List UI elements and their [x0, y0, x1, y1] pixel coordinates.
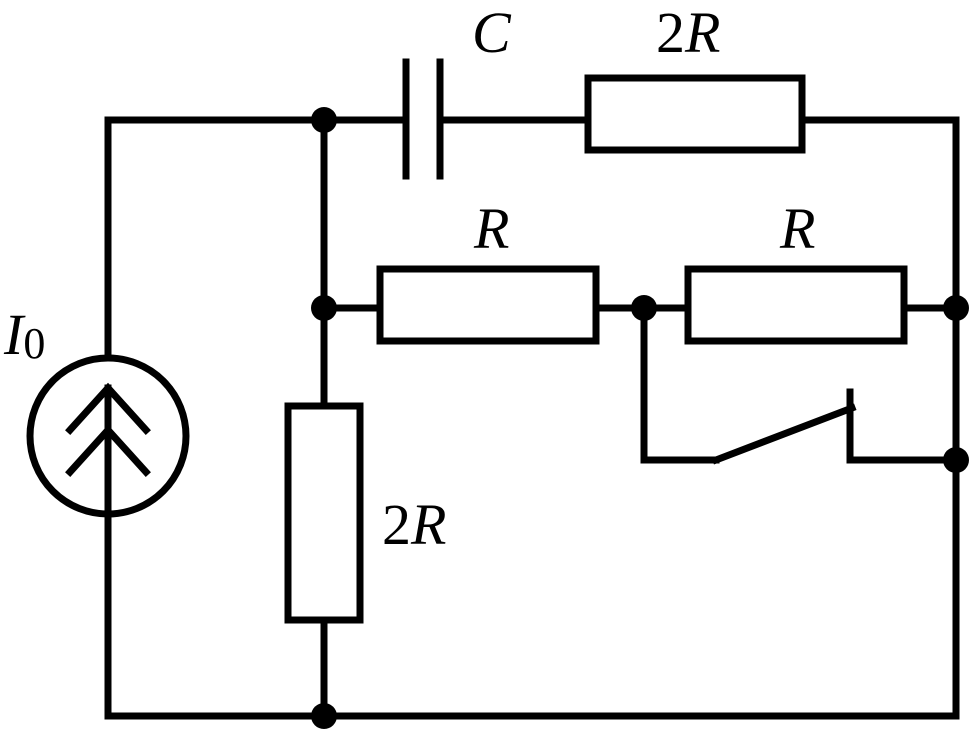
- junction-node-top-left: [311, 107, 337, 133]
- resistor-top-2r: [584, 74, 806, 154]
- resistor-middle-left-r: [376, 265, 600, 345]
- wire-switch-right: [846, 388, 960, 464]
- label-resistor-top: 2R: [656, 0, 720, 65]
- label-resistor-vertical-coef: 2: [382, 492, 411, 557]
- junction-node-middle-left: [311, 295, 337, 321]
- label-resistor-top-symbol: R: [684, 0, 720, 65]
- label-source: I0: [3, 302, 45, 368]
- capacitor: [402, 58, 444, 180]
- label-source-symbol: I: [3, 302, 26, 367]
- resistor-middle-right-r: [684, 265, 908, 345]
- junction-node-bottom-left: [311, 703, 337, 729]
- wire-switch-left: [640, 304, 720, 464]
- wire-left-upper: [104, 116, 328, 362]
- switch-blade: [711, 403, 857, 465]
- label-capacitor: C: [472, 0, 512, 65]
- label-resistor-vertical: 2R: [382, 492, 446, 557]
- junction-node-middle-center: [631, 295, 657, 321]
- junction-node-switch-right: [943, 447, 969, 473]
- current-source: [26, 354, 190, 520]
- wire-top-right: [798, 116, 960, 720]
- resistor-vertical-2r: [284, 402, 364, 624]
- label-resistor-vertical-symbol: R: [410, 492, 446, 557]
- label-resistor-middle-left: R: [473, 196, 509, 261]
- wire-left-lower: [104, 512, 328, 720]
- junction-node-middle-right: [943, 295, 969, 321]
- label-resistor-middle-right: R: [779, 196, 815, 261]
- label-resistor-top-coef: 2: [656, 0, 685, 65]
- label-source-subscript: 0: [23, 319, 45, 368]
